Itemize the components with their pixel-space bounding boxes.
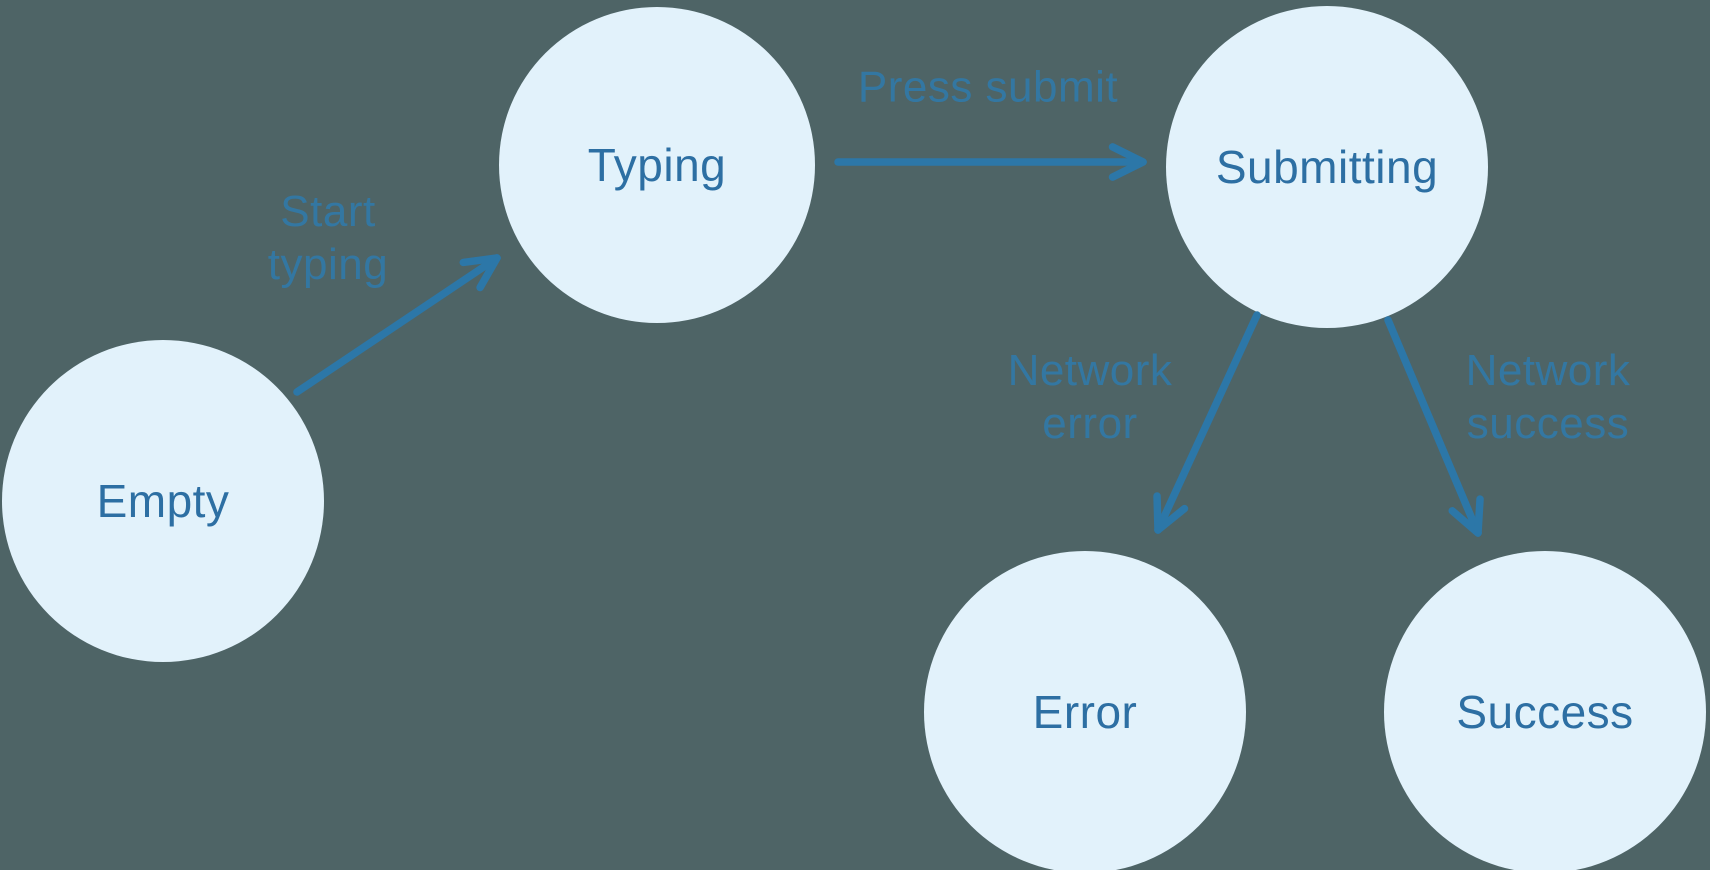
edge-label-press-submit: Press submit [858,61,1118,114]
edge-label-line: Press submit [857,62,1119,112]
node-circle-empty [2,340,324,662]
arrowhead-network-success [1448,507,1482,537]
edge-label-line: error [1042,399,1138,448]
edge-label-start-typing: Start typing [268,185,388,291]
edge-label-line: Start [280,187,376,236]
arrowhead-press-submit [1108,158,1147,181]
node-circle-typing [499,7,815,323]
edge-press-submit [834,143,1147,181]
edge-start-typing [293,254,501,396]
node-label-empty: Empty [96,475,230,527]
edge-label-line: typing [267,240,389,289]
edge-label-network-error: Network error [1008,344,1173,450]
node-circle-success [1384,551,1706,870]
node-label-submitting: Submitting [1215,141,1439,193]
arrowhead-start-typing [459,254,501,267]
node-circle-submitting [1166,6,1488,328]
edge-network-error [1153,311,1261,534]
arrowhead-start-typing [476,254,501,292]
edge-label-line: Network [1465,346,1631,395]
arrowhead-network-error [1154,504,1189,534]
edge-network-success [1384,316,1484,537]
arrowhead-network-error [1153,492,1162,534]
edge-label-line: Network [1007,346,1173,395]
node-label-typing: Typing [587,139,727,191]
node-label-success: Success [1456,686,1634,738]
arrowhead-network-success [1474,495,1484,537]
edge-label-line: success [1466,399,1630,448]
node-circle-error [924,551,1246,870]
edge-label-network-success: Network success [1466,344,1631,450]
node-label-error: Error [1032,686,1138,738]
arrowhead-press-submit [1108,143,1147,166]
